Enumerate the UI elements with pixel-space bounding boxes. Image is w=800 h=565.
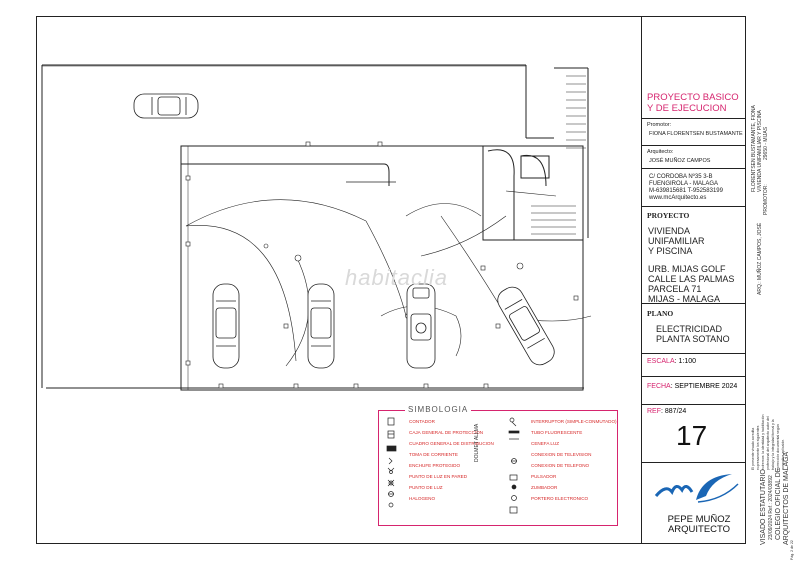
location-line2: CALLE LAS PALMAS [648, 274, 735, 284]
legend-left-item-8: HALOGENO [409, 496, 436, 501]
strip-promotor: PROMOTOR: [763, 184, 769, 215]
legend-left-item-1: CONTADOR [409, 419, 435, 424]
legend-left-item-5: ENCHUFE PROTEGIDO [409, 463, 461, 468]
ref-row: REF: 887/24 [647, 408, 686, 415]
legend-symbols-right [508, 417, 520, 514]
arquitecto-label: Arquitecto: [647, 149, 674, 155]
strip-colegio2: ARQUITECTOS DE MALAGA [783, 451, 790, 545]
legend-right-item-2: TUBO FLUORESCENTE [531, 430, 583, 435]
location-line3: PARCELA 71 [648, 284, 702, 294]
legend-left-item-2: CAJA GENERAL DE PROTECCION [409, 430, 484, 435]
address-line3: M-639815681 T-952583199 [649, 188, 723, 194]
fecha-row: FECHA: SEPTIEMBRE 2024 [647, 383, 737, 390]
proyecto-block: VIVIENDA UNIFAMILIAR Y PISCINA [648, 226, 705, 256]
fecha-value: : SEPTIEMBRE 2024 [670, 383, 738, 390]
legend-right-item-8: PORTERO ELECTRONICO [531, 496, 589, 501]
legend-right-item-5: CONEXION DE TELEFONO [531, 463, 590, 468]
address-line4: www.mcArquitecto.es [649, 195, 707, 201]
legend-right-item-4: CONEXION DE TELEVISION [531, 452, 592, 457]
drawing-sheet [36, 16, 746, 544]
arquitecto-name: JOSÉ MUÑOZ CAMPOS [649, 158, 711, 164]
plano-line2: PLANTA SOTANO [656, 334, 730, 344]
address-line1: C/ CORDOBA Nº35 3-B [649, 174, 713, 180]
address-line2: FUENGIROLA - MALAGA [649, 181, 719, 187]
legend-left-item-4: TOMA DE CORRIENTE [409, 452, 458, 457]
logo-name1: PEPE MUÑOZ [667, 514, 731, 525]
legend-symbols-left [386, 417, 397, 508]
title-block [641, 16, 746, 544]
sheet-number: 17 [676, 420, 708, 451]
promotor-name: FIONA FLORENTSEN BUSTAMANTE [649, 131, 743, 137]
legend-right-item-3: CENEFA LUZ [531, 441, 560, 446]
proyecto-line3: Y PISCINA [648, 246, 693, 256]
legend-right-item-1: INTERRUPTOR (SIMPLE-CONMUTADO) [531, 419, 617, 424]
strip-page: Pág. 2 de 22 [790, 540, 794, 560]
legend-box [378, 410, 618, 526]
location-line1: URB. MIJAS GOLF [648, 264, 726, 274]
legend-left-item-6: PUNTO DE LUZ EN PARED [409, 474, 468, 479]
location-block: URB. MIJAS GOLF CALLE LAS PALMAS PARCELA… [648, 264, 734, 304]
proyecto-line1: VIVIENDA [648, 226, 691, 236]
strip-visado: VISADO ESTATUTARIO [760, 469, 767, 545]
ref-value: : 887/24 [661, 408, 687, 415]
legend-left-item-3: CUADRO GENERAL DE DISTRIBUCION [409, 441, 494, 446]
escala-label: ESCALA [647, 358, 675, 365]
fecha-label: FECHA [647, 383, 671, 390]
location-line4: MIJAS - MALAGA [648, 294, 721, 304]
ref-label: REF [647, 408, 661, 415]
plano-heading: PLANO [647, 309, 674, 318]
logo-text: PEPE MUÑOZ ARQUITECTO [655, 515, 743, 535]
project-title-line1: PROYECTO BASICO [647, 92, 739, 103]
strip-visado-date: 23/09/2024 Ref.: 2024/03892 [768, 475, 774, 540]
strip-ref-detail: 29650 - MIJAS [763, 126, 769, 160]
strip-colegio1: COLEGIO OFICIAL DE [775, 467, 782, 540]
promotor-label: Promotor: [647, 122, 672, 128]
legend-right-item-7: ZUMBADOR [531, 485, 558, 490]
legend-left-item-7: PUNTO DE LUZ [409, 485, 443, 490]
architect-logo [654, 474, 739, 503]
floor-plan-drawing [41, 64, 592, 391]
legend-title: SIMBOLOGIA [405, 405, 472, 414]
logo-name2: ARQUITECTO [667, 524, 731, 535]
plano-line1: ELECTRICIDAD [656, 324, 723, 334]
proyecto-heading: PROYECTO [647, 211, 690, 220]
plano-block: ELECTRICIDAD PLANTA SOTANO [656, 324, 730, 344]
strip-note: El presente visado acredita expresamente… [751, 414, 785, 470]
legend-vertical-label: DOLMET ALLMA [474, 423, 480, 462]
watermark: habitaclia [345, 265, 448, 290]
proyecto-line2: UNIFAMILIAR [648, 236, 705, 246]
address-block: C/ CORDOBA Nº35 3-B FUENGIROLA - MALAGA … [649, 174, 723, 202]
project-title-line2: Y DE EJECUCION [647, 103, 727, 114]
escala-row: ESCALA: 1:100 [647, 358, 696, 365]
project-title: PROYECTO BASICO Y DE EJECUCION [647, 92, 739, 114]
escala-value: : 1:100 [674, 358, 697, 365]
strip-arquitecto: ARQ.: MUÑOZ CAMPOS, JOSÉ [757, 222, 763, 295]
legend-right-item-6: PULSADOR [531, 474, 557, 479]
